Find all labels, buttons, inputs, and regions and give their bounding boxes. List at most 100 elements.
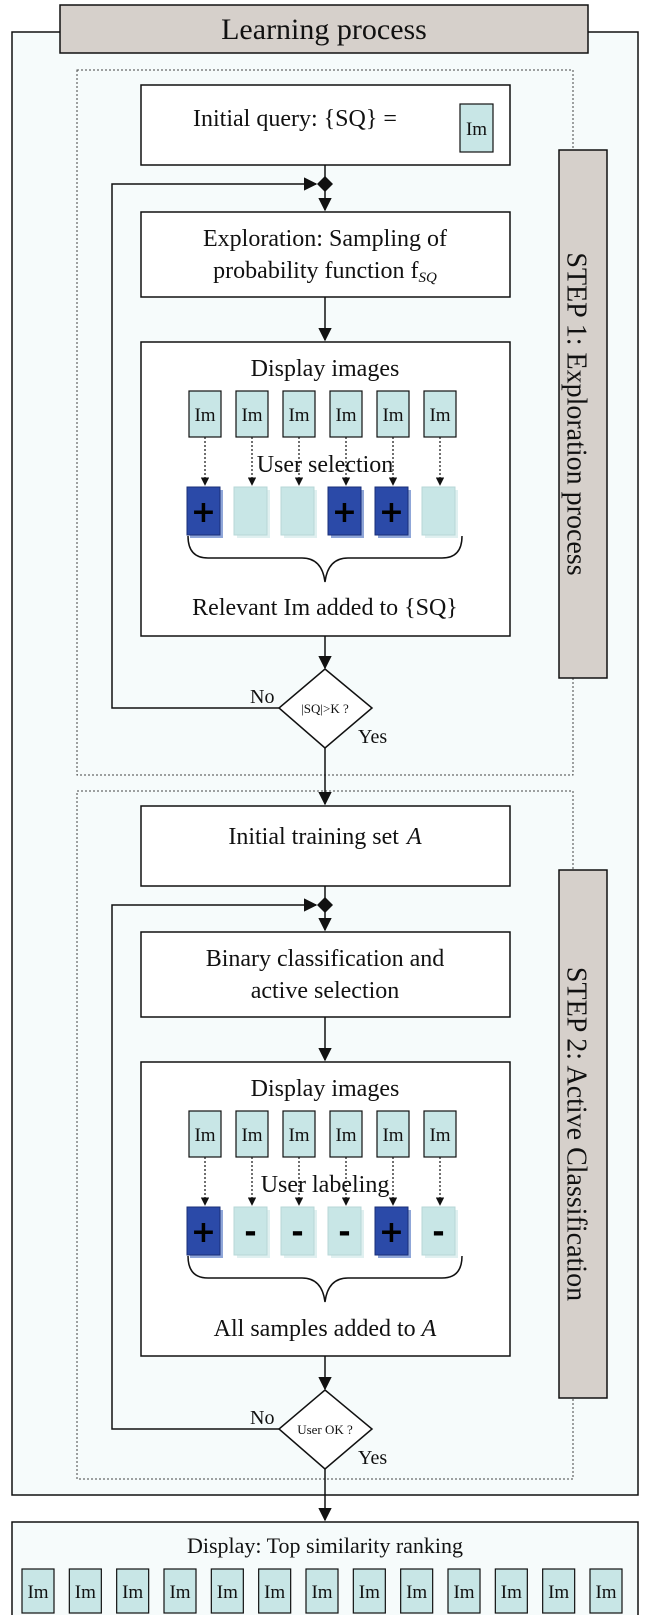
im-label: Im — [382, 1125, 403, 1146]
step2-im-5: Im — [376, 1110, 410, 1158]
step2-mark-4: - — [327, 1206, 364, 1258]
brace-2 — [187, 1255, 463, 1303]
display-images-row-2: Im + Im - Im - Im - Im + Im - — [186, 1110, 458, 1258]
decision-label-2: User OK ? — [297, 1422, 353, 1437]
step1-im-5: Im — [376, 390, 410, 438]
step2-im-3: Im — [282, 1110, 316, 1158]
exploration-line1: Exploration: Sampling of — [203, 226, 447, 252]
im-label: Im — [169, 1582, 190, 1603]
step2-banner-label: STEP 2: Active Classification — [561, 967, 592, 1301]
decision-yes-1: Yes — [358, 726, 387, 748]
initial-training-box — [140, 805, 511, 887]
result-im-9: Im — [400, 1568, 434, 1614]
query-im-box: Im — [459, 103, 494, 153]
mark-symbol: + — [191, 495, 216, 530]
result-im-2: Im — [68, 1568, 102, 1614]
step2-mark-5: + — [374, 1206, 411, 1258]
mark-symbol: + — [379, 495, 404, 530]
display-title-2: Display images — [251, 1076, 400, 1102]
step1-mark-6 — [421, 486, 458, 538]
result-im-11: Im — [494, 1568, 528, 1614]
mark-symbol: - — [291, 1215, 303, 1250]
step1-mark-1: + — [186, 486, 223, 538]
result-im-13: Im — [589, 1568, 623, 1614]
selection-label: User selection — [257, 452, 394, 478]
im-label: Im — [194, 1125, 215, 1146]
result-im-5: Im — [210, 1568, 244, 1614]
im-label: Im — [194, 405, 215, 426]
result-im-10: Im — [447, 1568, 481, 1614]
merge-node-2 — [317, 897, 333, 913]
query-im-thumbnail: Im — [459, 103, 494, 153]
step1-im-2: Im — [235, 390, 269, 438]
result-im-8: Im — [352, 1568, 386, 1614]
im-label: Im — [217, 1582, 238, 1603]
im-label: Im — [429, 1125, 450, 1146]
step1-banner-label: STEP 1: Exploration process — [561, 252, 592, 575]
initial-query-label: Initial query: {SQ} = — [193, 106, 397, 132]
decision-no-2: No — [250, 1407, 274, 1429]
decision-label-1: |SQ|>K ? — [301, 701, 349, 716]
im-label: Im — [264, 1582, 285, 1603]
step2-im-1: Im — [188, 1110, 222, 1158]
im-label: Im — [548, 1582, 569, 1603]
im-label: Im — [595, 1582, 616, 1603]
mark-symbol: + — [379, 1215, 404, 1250]
im-label: Im — [453, 1582, 474, 1603]
labeling-label: User labeling — [261, 1172, 390, 1198]
binary-line2: active selection — [251, 978, 400, 1004]
step1-mark-3 — [280, 486, 317, 538]
step2-im-4: Im — [329, 1110, 363, 1158]
results-images-row: Im Im Im Im Im Im Im Im Im Im Im Im Im — [21, 1568, 623, 1614]
title: Learning process — [221, 13, 427, 46]
result-im-1: Im — [21, 1568, 55, 1614]
merge-node-1 — [317, 176, 333, 192]
loop-line-1 — [111, 177, 318, 709]
im-label: Im — [359, 1582, 380, 1603]
decision-yes-2: Yes — [358, 1447, 387, 1469]
step2-mark-6: - — [421, 1206, 458, 1258]
im-label: Im — [311, 1582, 332, 1603]
exploration-line2: probability function fSQ — [213, 258, 437, 286]
im-label: Im — [241, 1125, 262, 1146]
im-label: Im — [501, 1582, 522, 1603]
decision-no-1: No — [250, 686, 274, 708]
im-label: Im — [382, 405, 403, 426]
step1-mark-4: + — [327, 486, 364, 538]
result-im-4: Im — [163, 1568, 197, 1614]
step2-mark-3: - — [280, 1206, 317, 1258]
im-label: Im — [75, 1582, 96, 1603]
step1-im-3: Im — [282, 390, 316, 438]
im-label: Im — [288, 405, 309, 426]
step1-im-4: Im — [329, 390, 363, 438]
results-title: Display: Top similarity ranking — [187, 1533, 463, 1558]
step2-mark-1: + — [186, 1206, 223, 1258]
brace-1 — [187, 535, 463, 583]
im-label: Im — [288, 1125, 309, 1146]
mark-symbol: + — [332, 495, 357, 530]
mark-symbol: - — [244, 1215, 256, 1250]
mark-symbol: - — [338, 1215, 350, 1250]
step1-im-1: Im — [188, 390, 222, 438]
step1-mark-5: + — [374, 486, 411, 538]
im-label: Im — [406, 1582, 427, 1603]
result-im-7: Im — [305, 1568, 339, 1614]
display-footer-1: Relevant Im added to {SQ} — [192, 595, 458, 621]
step1-im-6: Im — [423, 390, 457, 438]
step2-banner: STEP 2: Active Classification — [558, 869, 608, 1399]
result-im-12: Im — [542, 1568, 576, 1614]
im-label: Im — [27, 1582, 48, 1603]
im-label: Im — [466, 119, 487, 140]
im-label: Im — [241, 405, 262, 426]
mark-symbol: - — [432, 1215, 444, 1250]
step2-mark-2: - — [233, 1206, 270, 1258]
title-box — [59, 4, 589, 54]
binary-line1: Binary classification and — [206, 946, 445, 972]
result-im-3: Im — [116, 1568, 150, 1614]
step1-mark-2 — [233, 486, 270, 538]
exploration-box — [140, 211, 511, 298]
step2-im-2: Im — [235, 1110, 269, 1158]
